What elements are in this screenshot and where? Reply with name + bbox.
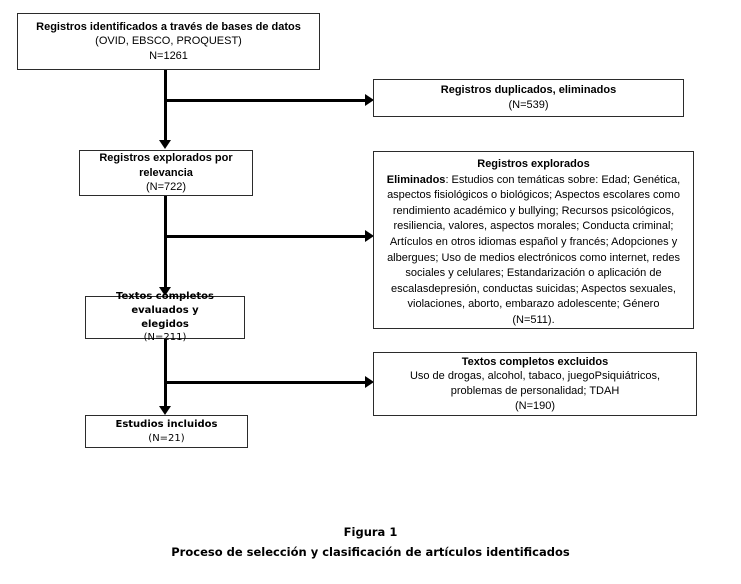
studies-included-title: Estudios incluidos — [115, 418, 218, 430]
node-records-identified: Registros identificados a través de base… — [17, 13, 320, 70]
connector-to-explored — [164, 235, 368, 238]
fulltext-assessed-count: (N=211) — [143, 332, 187, 344]
node-studies-included: Estudios incluidos (N=21) — [85, 415, 248, 448]
node-records-explored: Registros explorados Eliminados: Estudio… — [373, 151, 694, 329]
duplicates-title: Registros duplicados, eliminados — [440, 84, 617, 97]
records-explored-body: Eliminados: Estudios con temáticas sobre… — [378, 173, 689, 329]
arrowhead-to-fulltext — [159, 287, 171, 296]
records-explored-count: (N=511). — [512, 314, 555, 326]
node-duplicates-removed: Registros duplicados, eliminados (N=539) — [373, 79, 684, 117]
duplicates-count: (N=539) — [508, 99, 549, 111]
fulltext-excluded-line2: problemas de personalidad; TDAH — [450, 385, 620, 397]
records-identified-title: Registros identificados a través de base… — [36, 20, 301, 33]
node-fulltext-assessed: Textos completos evaluados y elegidos (N… — [85, 291, 245, 343]
fulltext-excluded-title: Textos completos excluidos — [461, 355, 609, 368]
fulltext-excluded-count: (N=190) — [514, 399, 556, 412]
node-records-screened: Registros explorados por relevancia (N=7… — [79, 150, 253, 196]
figure-caption-label: Figura 1 — [343, 525, 398, 539]
records-identified-count: N=1261 — [149, 49, 188, 62]
connector-fulltext-to-included — [164, 339, 167, 409]
connector-to-duplicates — [164, 99, 368, 102]
figure-caption-text: Proceso de selección y clasificación de … — [171, 545, 570, 560]
records-screened-title-line1: Registros explorados por — [99, 152, 233, 165]
arrowhead-to-included — [159, 406, 171, 415]
connector-identified-to-screened — [164, 70, 167, 142]
records-explored-eliminated-label: Eliminados — [386, 173, 446, 186]
connector-to-excluded — [164, 381, 368, 384]
figure-caption: Figura 1 Proceso de selección y clasific… — [0, 522, 741, 562]
records-screened-count: (N=722) — [145, 181, 187, 194]
node-fulltext-excluded: Textos completos excluidos Uso de drogas… — [373, 352, 697, 416]
arrowhead-to-screened — [159, 140, 171, 149]
connector-screened-to-fulltext — [164, 196, 167, 290]
fulltext-excluded-line1: Uso de drogas, alcohol, tabaco, juegoPsi… — [409, 370, 661, 383]
fulltext-assessed-title-line1: Textos completos evaluados y — [116, 290, 214, 316]
records-identified-sources: (OVID, EBSCO, PROQUEST) — [95, 35, 242, 48]
arrowhead-to-duplicates — [365, 94, 374, 106]
studies-included-count: (N=21) — [148, 432, 185, 444]
arrowhead-to-explored — [365, 230, 374, 242]
fulltext-assessed-title-line2: elegidos — [141, 318, 189, 330]
records-explored-criteria: : Estudios con temáticas sobre: Edad; Ge… — [387, 173, 681, 311]
records-explored-title: Registros explorados — [477, 158, 590, 170]
arrowhead-to-excluded — [365, 376, 374, 388]
records-screened-title-line2: relevancia — [139, 166, 193, 179]
